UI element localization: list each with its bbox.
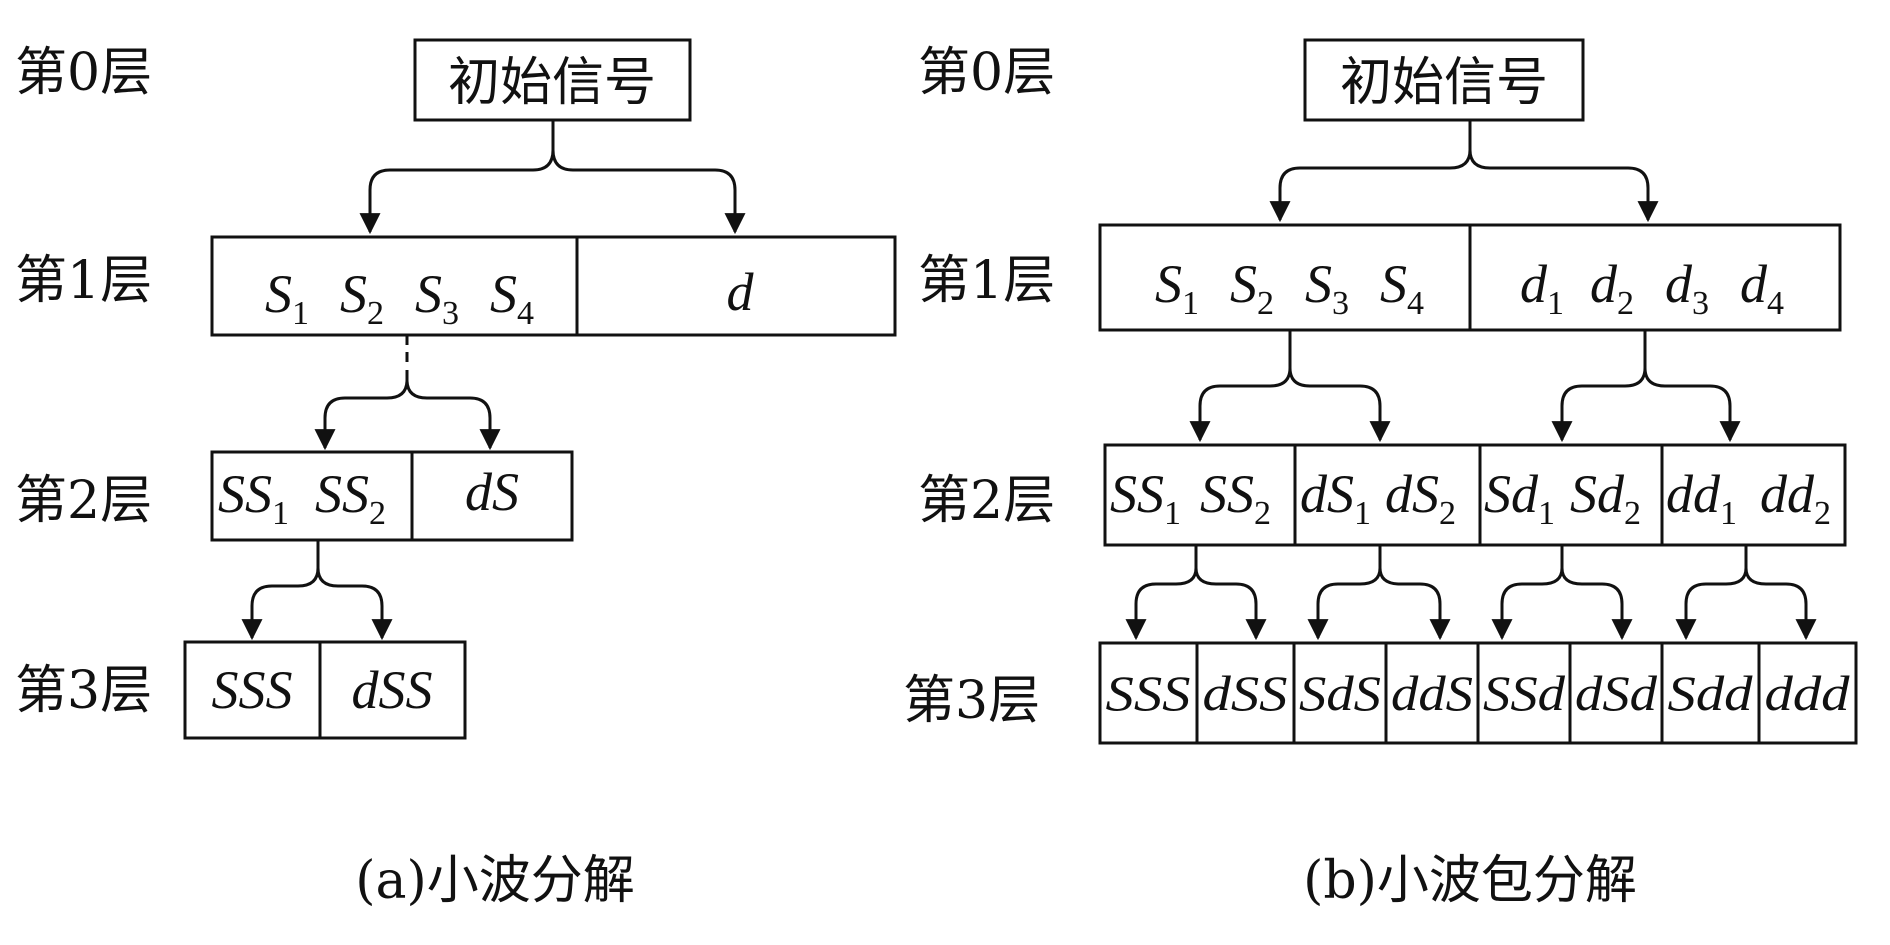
level2-dd1: dd1: [1666, 464, 1737, 532]
caption-a: (a)小波分解: [355, 851, 635, 911]
level2-ds: dS: [465, 462, 519, 522]
level3-label-4: ddS: [1391, 665, 1473, 721]
level1-s4: S4: [1380, 254, 1424, 322]
level1-s-box: [210, 235, 579, 337]
level1-d-box: [1468, 223, 1842, 332]
level-label-1: 第1层: [15, 251, 152, 311]
level2-ss1: SS1: [1110, 464, 1181, 532]
level3-sss-box: [183, 640, 322, 740]
caption-b: (b)小波包分解: [1303, 851, 1637, 911]
panel-b: 第0层 第1层 第2层 第3层 初始信号 S1 S2 S3 S4 d1 d2 d…: [903, 38, 1858, 911]
level1-s-box: [1098, 223, 1472, 332]
level3-box-7: [1660, 641, 1761, 745]
level2-ss1: SS1: [218, 464, 289, 532]
level1-s1: S1: [1155, 254, 1199, 322]
level2-ss2: SS2: [315, 464, 386, 532]
level-label-1: 第1层: [918, 251, 1055, 311]
level2-ss2: SS2: [1200, 464, 1271, 532]
level2-dd2: dd2: [1760, 464, 1831, 532]
level3-label-1: SSS: [1106, 665, 1191, 721]
level1-d4: d4: [1740, 254, 1784, 322]
level3-box-6: [1568, 641, 1664, 745]
level2-sd-box: [1478, 443, 1664, 547]
level-label-0: 第0层: [15, 43, 152, 103]
panel-a: 第0层 第1层 第2层 第3层 初始信号 S1 S2 S3 S4 d SS1 S…: [15, 38, 897, 911]
level3-box-1: [1098, 641, 1199, 745]
level1-s2: S2: [1230, 254, 1274, 322]
level2-ss-box: [210, 450, 414, 542]
level1-s3: S3: [1305, 254, 1349, 322]
level2-ds1: dS1: [1300, 464, 1371, 532]
level3-label-8: ddd: [1765, 665, 1851, 721]
level2-sd2: Sd2: [1570, 464, 1641, 532]
level1-s3: S3: [415, 264, 459, 332]
level3-label-5: SSd: [1483, 665, 1566, 721]
level2-ds-box: [1293, 443, 1482, 547]
level2-ds-box: [410, 450, 574, 542]
level2-dd-box: [1660, 443, 1847, 547]
level3-box-4: [1384, 641, 1480, 745]
level3-box-8: [1757, 641, 1858, 745]
level2-sd1: Sd1: [1484, 464, 1555, 532]
level3-label-6: dSd: [1575, 665, 1658, 721]
level3-dss-box: [318, 640, 467, 740]
level3-label-2: dSS: [1203, 665, 1288, 721]
level1-d: d: [727, 262, 755, 322]
level3-dss: dSS: [352, 660, 433, 720]
level-label-0: 第0层: [918, 43, 1055, 103]
level3-label-3: SdS: [1299, 665, 1381, 721]
level3-box-2: [1195, 641, 1296, 745]
level1-s4: S4: [490, 264, 534, 332]
level2-ss-box: [1103, 443, 1297, 547]
level-label-3: 第3层: [903, 671, 1040, 731]
root-node: [1303, 38, 1585, 122]
level3-sss: SSS: [212, 660, 293, 720]
level1-d3: d3: [1665, 254, 1709, 322]
level1-d1: d1: [1520, 254, 1564, 322]
root-label: 初始信号: [448, 53, 656, 113]
level1-s2: S2: [340, 264, 384, 332]
level2-ds2: dS2: [1385, 464, 1456, 532]
root-label: 初始信号: [1340, 53, 1548, 113]
level1-d2: d2: [1590, 254, 1634, 322]
level1-s1: S1: [265, 264, 309, 332]
level-label-2: 第2层: [918, 471, 1055, 531]
level3-label-7: Sdd: [1668, 665, 1754, 721]
root-node: [413, 38, 692, 122]
level-label-3: 第3层: [15, 661, 152, 721]
level1-d-box: [575, 235, 897, 337]
level-label-2: 第2层: [15, 471, 152, 531]
